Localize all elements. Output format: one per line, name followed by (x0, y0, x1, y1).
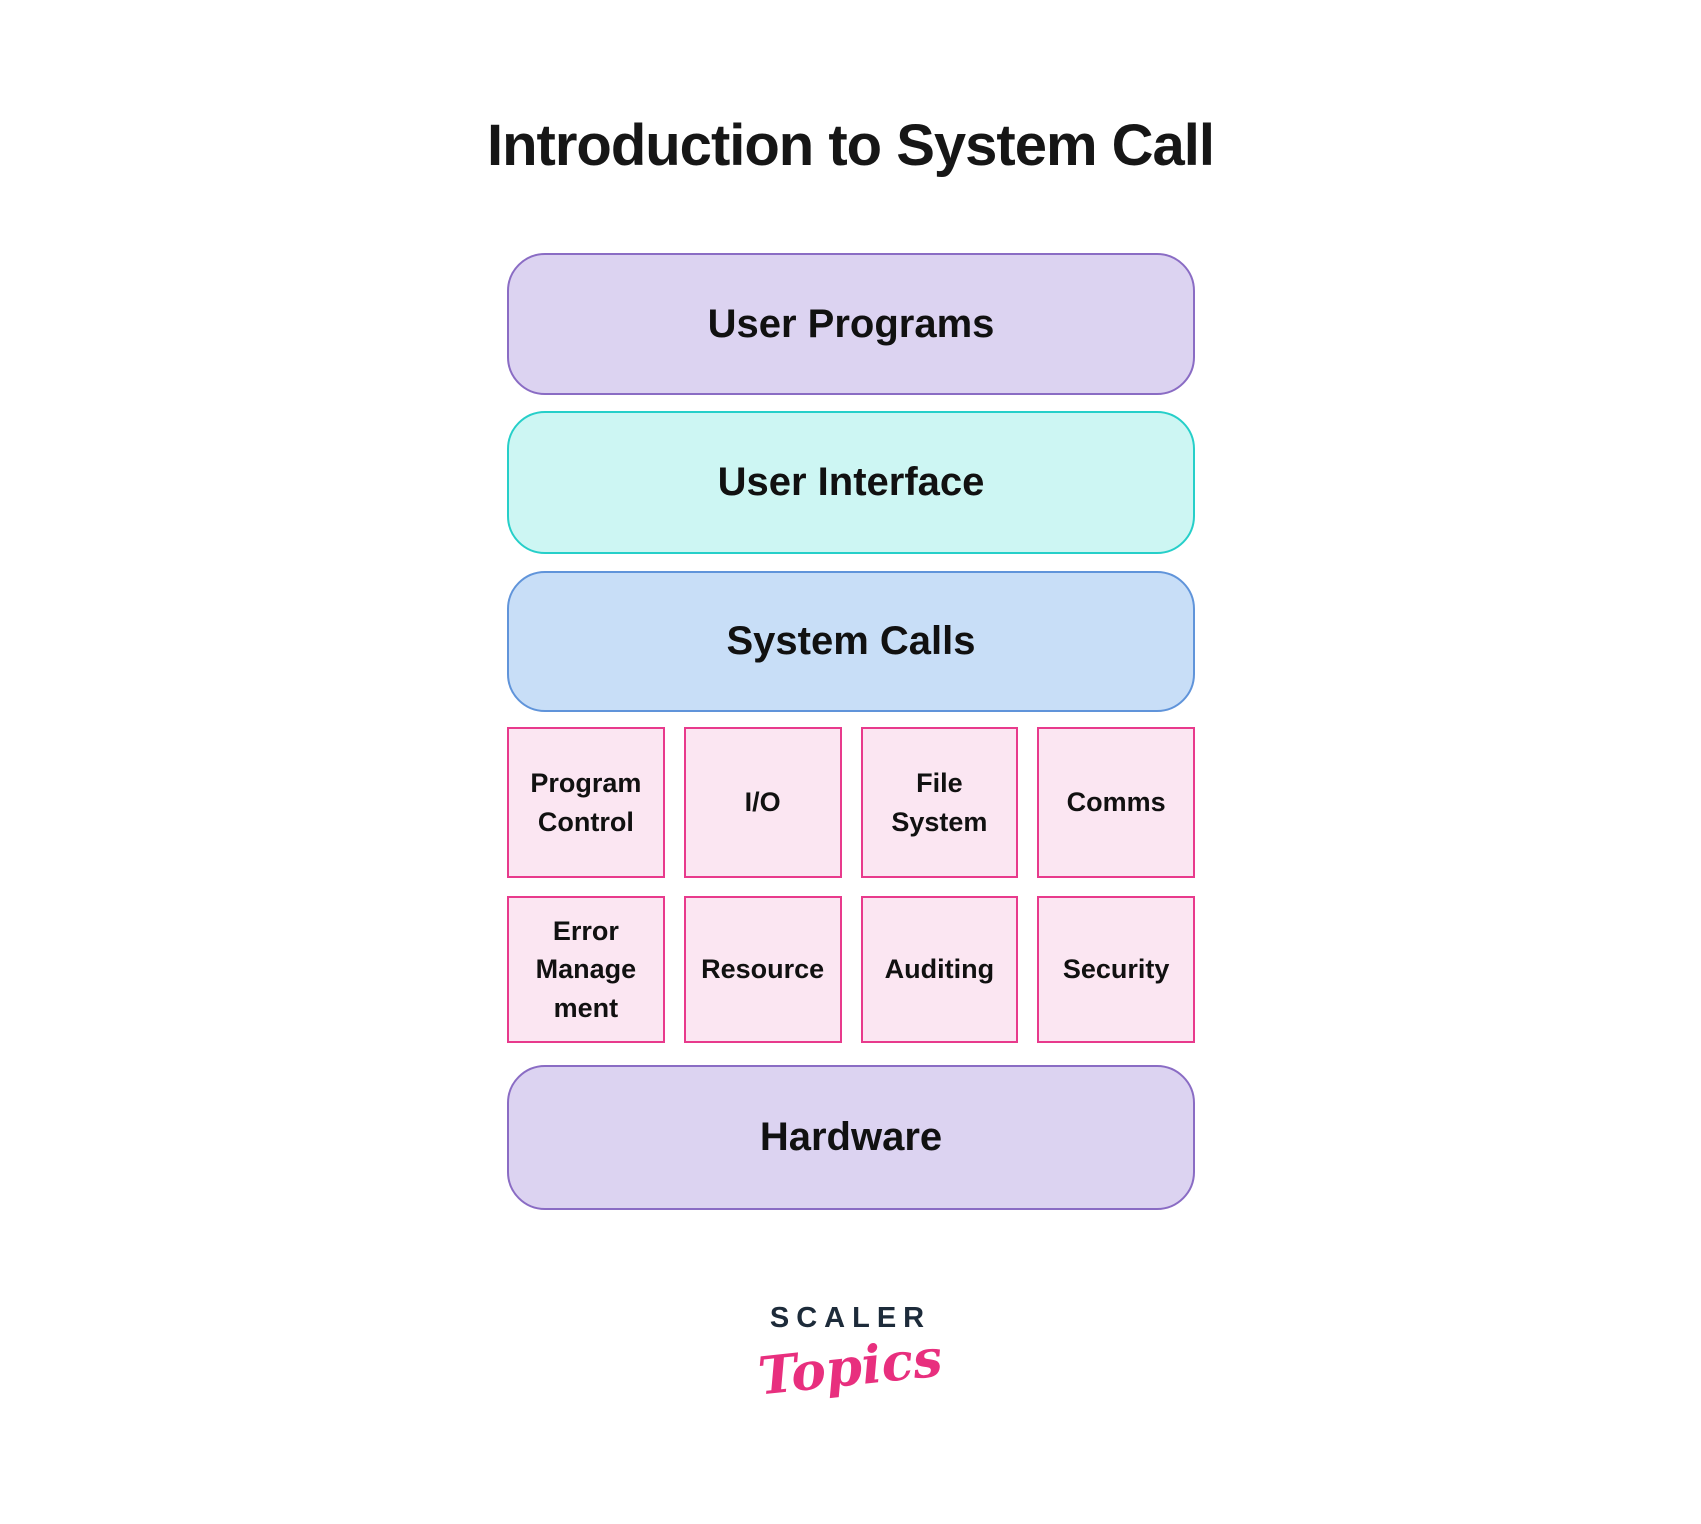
layer-user-programs-label: User Programs (707, 301, 995, 346)
call-type-program-control: Program Control (507, 727, 665, 878)
layer-user-programs: User Programs (507, 253, 1195, 395)
call-type-resource: Resource (683, 896, 842, 1043)
logo-brand-text: SCALER (769, 1302, 932, 1334)
call-type-label: I/O (744, 787, 781, 818)
call-type-file-system: File System (860, 727, 1019, 878)
layer-system-calls: System Calls (507, 571, 1195, 712)
page-title: Introduction to System Call (486, 113, 1215, 178)
scaler-topics-logo: SCALER Topics (0, 1302, 1701, 1407)
call-type-label: Security (1062, 954, 1170, 985)
call-types-row-1: Program Control I/O File System Comms (507, 727, 1195, 878)
call-type-io: I/O (683, 727, 842, 878)
call-type-label: Program Control (530, 768, 642, 837)
call-type-label: Resource (701, 954, 825, 985)
call-type-error-management: Error Manage ment (507, 896, 665, 1043)
layer-hardware-label: Hardware (759, 1115, 943, 1159)
call-type-auditing: Auditing (860, 896, 1019, 1043)
call-type-label: Error Manage ment (535, 916, 637, 1023)
layer-user-interface-label: User Interface (717, 460, 985, 504)
logo-sub-text: Topics (755, 1327, 946, 1408)
call-types-row-2: Error Manage ment Resource Auditing Secu… (507, 896, 1195, 1043)
call-type-label: Auditing (884, 954, 995, 985)
call-type-label: File System (891, 768, 988, 837)
call-type-comms: Comms (1037, 727, 1195, 878)
call-type-security: Security (1037, 896, 1195, 1043)
layer-hardware: Hardware (507, 1065, 1195, 1210)
layer-system-calls-label: System Calls (726, 619, 976, 663)
layer-user-interface: User Interface (507, 411, 1195, 554)
call-type-label: Comms (1066, 787, 1166, 818)
